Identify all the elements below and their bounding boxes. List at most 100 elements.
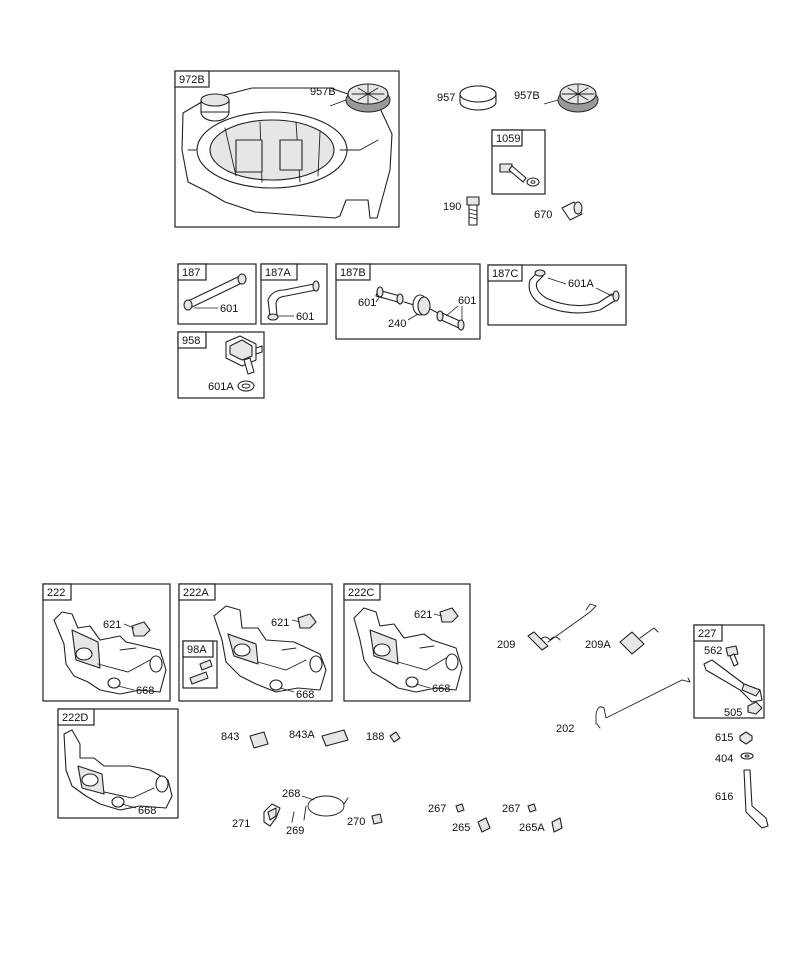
fuel-line-bent-icon[interactable] — [267, 280, 320, 321]
clip-621-a-icon[interactable] — [297, 613, 317, 629]
part-268: 268 — [282, 788, 349, 821]
control-bracket-icon[interactable] — [53, 611, 167, 695]
group-187B: 187B 601 601 240 — [335, 263, 481, 340]
hose-clamp-icon[interactable] — [237, 380, 255, 392]
fuel-cap-plain-icon[interactable] — [459, 85, 497, 111]
part-202: 202 — [556, 677, 691, 735]
nut-505-icon[interactable] — [747, 701, 763, 715]
box-958 — [177, 331, 265, 399]
tag-222[interactable]: 222 — [47, 587, 65, 599]
part-404: 404 — [715, 752, 754, 765]
part-209A: 209A — [585, 627, 659, 655]
label-601-187A: 601 — [296, 311, 314, 323]
screw-562-icon[interactable] — [725, 645, 739, 667]
fuel-cap-957: 957 — [437, 85, 497, 111]
control-bracket-governor-icon[interactable] — [213, 605, 327, 693]
tag-187B[interactable]: 187B — [340, 267, 366, 279]
control-lever-icon[interactable] — [263, 803, 281, 827]
fuel-cap-icon[interactable] — [329, 83, 391, 113]
fuel-line-straight-icon[interactable] — [183, 273, 247, 311]
tag-box-1059 — [491, 129, 523, 147]
bushing-icon[interactable] — [561, 201, 583, 221]
label-621-222: 621 — [103, 619, 121, 631]
fuel-filter-icon[interactable] — [403, 294, 441, 316]
tag-222C[interactable]: 222C — [348, 587, 374, 599]
springs-98A-icon[interactable] — [189, 659, 213, 685]
label-601A-958: 601A — [208, 381, 234, 393]
stud-bolt-icon[interactable] — [466, 196, 480, 226]
foam-pad-843A-icon[interactable] — [321, 729, 349, 747]
nut-615-icon[interactable] — [739, 731, 753, 745]
throttle-cable-icon[interactable] — [303, 795, 349, 821]
screw-267-a-icon[interactable] — [455, 803, 465, 813]
group-972B: 972B 957B — [174, 70, 400, 228]
pin-269-icon[interactable] — [291, 811, 295, 823]
label-616: 616 — [715, 791, 733, 803]
foam-pad-843-icon[interactable] — [249, 731, 269, 749]
label-267-b: 267 — [502, 803, 520, 815]
tag-222A[interactable]: 222A — [183, 587, 209, 599]
box-187 — [177, 263, 257, 325]
washer-icon[interactable] — [526, 177, 540, 187]
clip-621-c-icon[interactable] — [439, 607, 459, 623]
tag-222D[interactable]: 222D — [62, 712, 88, 724]
label-267-a: 267 — [428, 803, 446, 815]
fuel-line-short-2-icon[interactable] — [436, 310, 465, 331]
tag-box-187B — [335, 263, 371, 281]
clamp-265A-icon[interactable] — [551, 817, 563, 833]
washer-404-icon[interactable] — [740, 752, 754, 760]
bolt-icon[interactable] — [499, 163, 527, 183]
fuel-line-short-icon[interactable] — [375, 286, 404, 305]
label-621-222C: 621 — [414, 609, 432, 621]
screw-267-b-icon[interactable] — [527, 803, 537, 813]
tag-227[interactable]: 227 — [698, 628, 716, 640]
label-601A-187C: 601A — [568, 278, 594, 290]
control-bracket-d-icon[interactable] — [63, 729, 173, 811]
tag-972B[interactable]: 972B — [179, 74, 205, 86]
label-271: 271 — [232, 818, 250, 830]
screw-188-icon[interactable] — [389, 731, 401, 743]
tag-1059[interactable]: 1059 — [496, 133, 520, 145]
fuel-cap-957B-loose: 957B — [514, 83, 599, 113]
governor-shaft-icon[interactable] — [743, 769, 769, 829]
box-972B — [174, 70, 400, 228]
shutoff-valve-icon[interactable] — [225, 335, 263, 375]
tag-box-222 — [42, 583, 72, 601]
part-265A: 265A — [519, 817, 563, 834]
part-269: 269 — [286, 811, 304, 837]
label-668-222D: 668 — [138, 805, 156, 817]
box-187C — [487, 264, 627, 326]
tag-box-958 — [177, 331, 207, 349]
label-670: 670 — [534, 209, 552, 221]
tag-958[interactable]: 958 — [182, 335, 200, 347]
tag-187[interactable]: 187 — [182, 267, 200, 279]
governor-spring-A-icon[interactable] — [619, 627, 659, 655]
label-668-222: 668 — [136, 685, 154, 697]
fuel-cap-vented-icon[interactable] — [543, 83, 599, 113]
tag-187C[interactable]: 187C — [492, 268, 518, 280]
box-222A — [178, 583, 333, 702]
tag-box-222D — [57, 708, 95, 726]
clip-621-icon[interactable] — [131, 621, 151, 637]
clamp-265-icon[interactable] — [477, 817, 491, 833]
governor-spring-icon[interactable] — [527, 603, 597, 651]
label-240: 240 — [388, 318, 406, 330]
tag-box-187C — [487, 264, 523, 282]
tag-box-972B — [174, 70, 210, 88]
tag-187A[interactable]: 187A — [265, 267, 291, 279]
box-187B — [335, 263, 481, 340]
group-222: 222 621 668 — [42, 583, 171, 702]
part-267-b: 267 — [502, 803, 537, 815]
tag-98A[interactable]: 98A — [187, 644, 207, 656]
governor-lever-icon[interactable] — [703, 659, 763, 703]
label-190: 190 — [443, 201, 461, 213]
label-265A: 265A — [519, 822, 545, 834]
control-bracket-c-icon[interactable] — [353, 607, 463, 693]
governor-link-icon[interactable] — [595, 677, 691, 729]
clip-270-icon[interactable] — [371, 813, 383, 825]
label-562: 562 — [704, 645, 722, 657]
label-270: 270 — [347, 816, 365, 828]
fuel-line-loop-icon[interactable] — [528, 269, 620, 314]
label-843: 843 — [221, 731, 239, 743]
fuel-tank-icon[interactable] — [181, 87, 393, 219]
